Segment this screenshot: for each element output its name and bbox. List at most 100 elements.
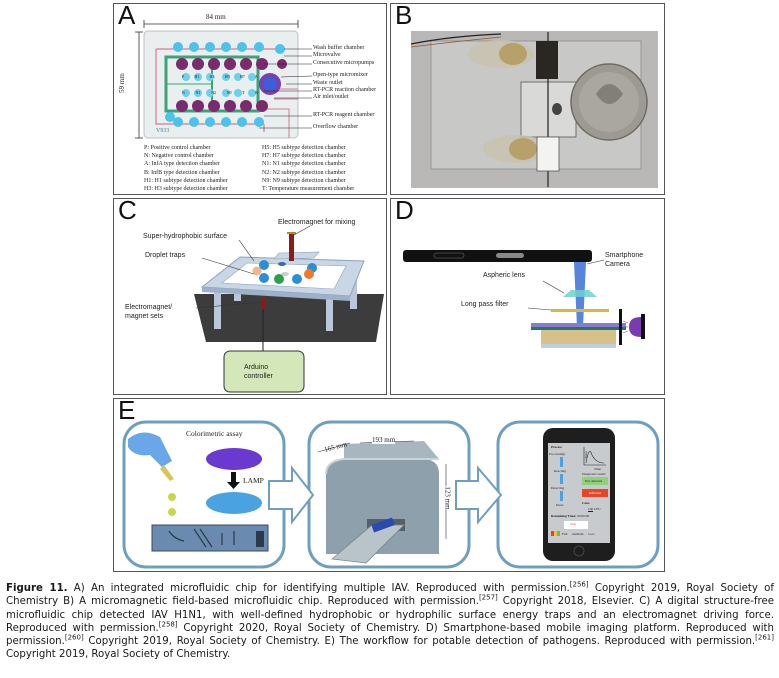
panel-c: C	[113, 198, 387, 395]
phone-step: Reacting	[554, 469, 567, 473]
conc-number: 100	[588, 507, 594, 511]
legend-item: A: InfA type detection chamber	[144, 161, 220, 168]
micromagnetic-chip-photo	[410, 31, 658, 188]
citation-ref[interactable]: [258]	[158, 620, 178, 629]
chamber-code: P	[182, 74, 185, 79]
arduino-controller: Arduino controller	[244, 363, 273, 381]
legend-item: H7: H7 subtype detection chamber	[262, 153, 346, 160]
panel-d: D Smartphone Camera	[390, 198, 665, 395]
colorimetric-assay-title: Colorimetric assay	[186, 429, 243, 438]
caption-text: A) An integrated microfluidic chip for i…	[67, 583, 570, 594]
legend-item: N9: N9 subtype detection chamber	[262, 177, 346, 184]
citation-ref[interactable]: [257]	[478, 593, 498, 602]
label-droplet-traps: Droplet traps	[145, 252, 186, 259]
phone-step: Pre-treating	[549, 452, 566, 456]
chamber-code: N1	[195, 90, 201, 95]
legend-item: N2: N2 subtype detection chamber	[262, 169, 346, 176]
chamber-codes-row-2: N N1 N2 N9 T B	[182, 90, 258, 95]
label-electromagnet-sets: Electromagnet/ magnet sets	[125, 303, 172, 321]
label-aspheric-lens: Aspheric lens	[483, 272, 526, 279]
callout-wash-buffer: Wash buffer chamber	[313, 45, 365, 51]
phone-stop-button[interactable]: Stop	[570, 522, 577, 526]
callout-reaction-chamber: RT-PCR reaction chamber	[313, 87, 377, 93]
caption-text: Copyright 2019, Royal Society of Chemist…	[83, 636, 756, 648]
panel-e-label: E	[118, 398, 136, 425]
label-line: Camera	[605, 261, 630, 268]
caption-text: Copyright 2019, Royal Society of Chemist…	[6, 583, 774, 608]
callout-overflow-chamber: Overflow chamber	[313, 124, 359, 130]
chamber-codes-row-1: P H1 H3 H5 H7 A	[182, 74, 258, 79]
caption-text: Copyright 2019, Royal Society of Chemist…	[6, 649, 231, 661]
chamber-code: H7	[239, 74, 245, 79]
figure-caption: Figure 11. A) An integrated microfluidic…	[6, 580, 775, 662]
chamber-code: N9	[226, 90, 232, 95]
label-line: Electromagnet/	[125, 304, 173, 311]
callout-microvalve: Microvalve	[313, 52, 341, 58]
conc-unit: CFU	[593, 507, 601, 511]
droplet-platform-illustration	[194, 225, 384, 393]
citation-ref[interactable]: [260]	[64, 633, 84, 642]
callout-air-inlet: Air inlet/outlet	[313, 94, 349, 100]
chip-mark: V933	[156, 128, 170, 134]
label-line: controller	[244, 373, 273, 380]
chamber-code: H1	[194, 74, 200, 79]
label-smartphone-camera: Smartphone Camera	[605, 251, 643, 269]
panel-b-label: B	[395, 3, 413, 30]
chip-legend-left: P: Positive control chamber N: Negative …	[144, 144, 228, 193]
chamber-code: N	[182, 90, 185, 95]
citation-ref[interactable]: [256]	[569, 580, 589, 589]
panel-b: B	[390, 3, 665, 195]
legend-item: P: Positive control chamber	[144, 145, 211, 151]
remaining-label: Remaining Time:	[551, 514, 577, 518]
phone-diagnostic-label: Diagnostic result:	[582, 472, 607, 476]
chip-width-label: 84 mm	[206, 13, 226, 21]
phone-screen: Process Pre-treating Reacting Detecting …	[548, 443, 610, 543]
level-low: Low	[588, 532, 595, 536]
smartphone-imaging-illustration	[403, 250, 645, 348]
chip-legend-right: H5: H5 subtype detection chamber H7: H7 …	[262, 144, 354, 193]
chip-height-label: 59 mm	[117, 73, 126, 93]
label-super-hydrophobic: Super-hydrophobic surface	[143, 233, 228, 240]
panel-e: E	[113, 398, 665, 572]
chamber-code: B	[255, 90, 258, 95]
phone-step: Detecting	[551, 486, 565, 490]
caption-text: Copyright 2018, Elsevier. C) A digital s…	[6, 596, 774, 634]
chamber-code: H5	[224, 74, 230, 79]
device-width-label: 193 mm	[372, 436, 396, 444]
phone-infection: Infection	[589, 491, 602, 495]
phone-conc-value: 100 CFU	[588, 507, 601, 511]
label-line: magnet sets	[125, 313, 164, 320]
label-electromagnet-mixing: Electromagnet for mixing	[278, 219, 356, 226]
label-line: Smartphone	[605, 252, 644, 259]
legend-item: H1: H1 subtype detection chamber	[144, 177, 228, 184]
callout-waste-outlet: Waste outlet	[313, 80, 343, 86]
label-line: Arduino	[244, 364, 269, 371]
citation-ref[interactable]: [261]	[755, 633, 774, 642]
legend-item: N: Negative control chamber	[144, 153, 214, 160]
level-medium: medium	[572, 532, 584, 536]
phone-plot-x: Time	[594, 467, 602, 471]
pathogen-detection-workflow	[122, 420, 660, 569]
panel-c-label: C	[118, 198, 137, 225]
panel-d-label: D	[395, 198, 414, 225]
caption-text: Copyright 2020, Royal Society of Chemist…	[6, 622, 775, 648]
legend-item: T: Temperature measurement chamber	[262, 186, 355, 193]
phone-battery-levels: Full medium Low	[562, 532, 595, 536]
label-long-pass-filter: Long pass filter	[461, 301, 509, 308]
chamber-code: A	[255, 74, 258, 79]
callout-reagent-chamber: RT-PCR reagent chamber	[313, 112, 375, 118]
panel-a: A	[113, 3, 387, 195]
phone-step: Done	[556, 503, 564, 507]
phone-conc-label: Conc.	[582, 501, 591, 505]
phone-plot-y: Temp	[583, 451, 588, 459]
figure-label: Figure 11.	[6, 583, 68, 594]
phone-process-title: Process	[551, 445, 562, 449]
level-full: Full	[562, 532, 568, 536]
callout-micromixer: Open-type micromixer	[313, 72, 368, 78]
legend-item: H3: H3 subtype detection chamber	[144, 186, 228, 193]
legend-item: N1: N1 subtype detection chamber	[262, 161, 346, 168]
legend-item: H5: H5 subtype detection chamber	[262, 145, 346, 151]
chamber-code: H3	[209, 74, 215, 79]
panel-a-label: A	[118, 3, 136, 30]
microfluidic-chip-illustration	[135, 20, 313, 139]
